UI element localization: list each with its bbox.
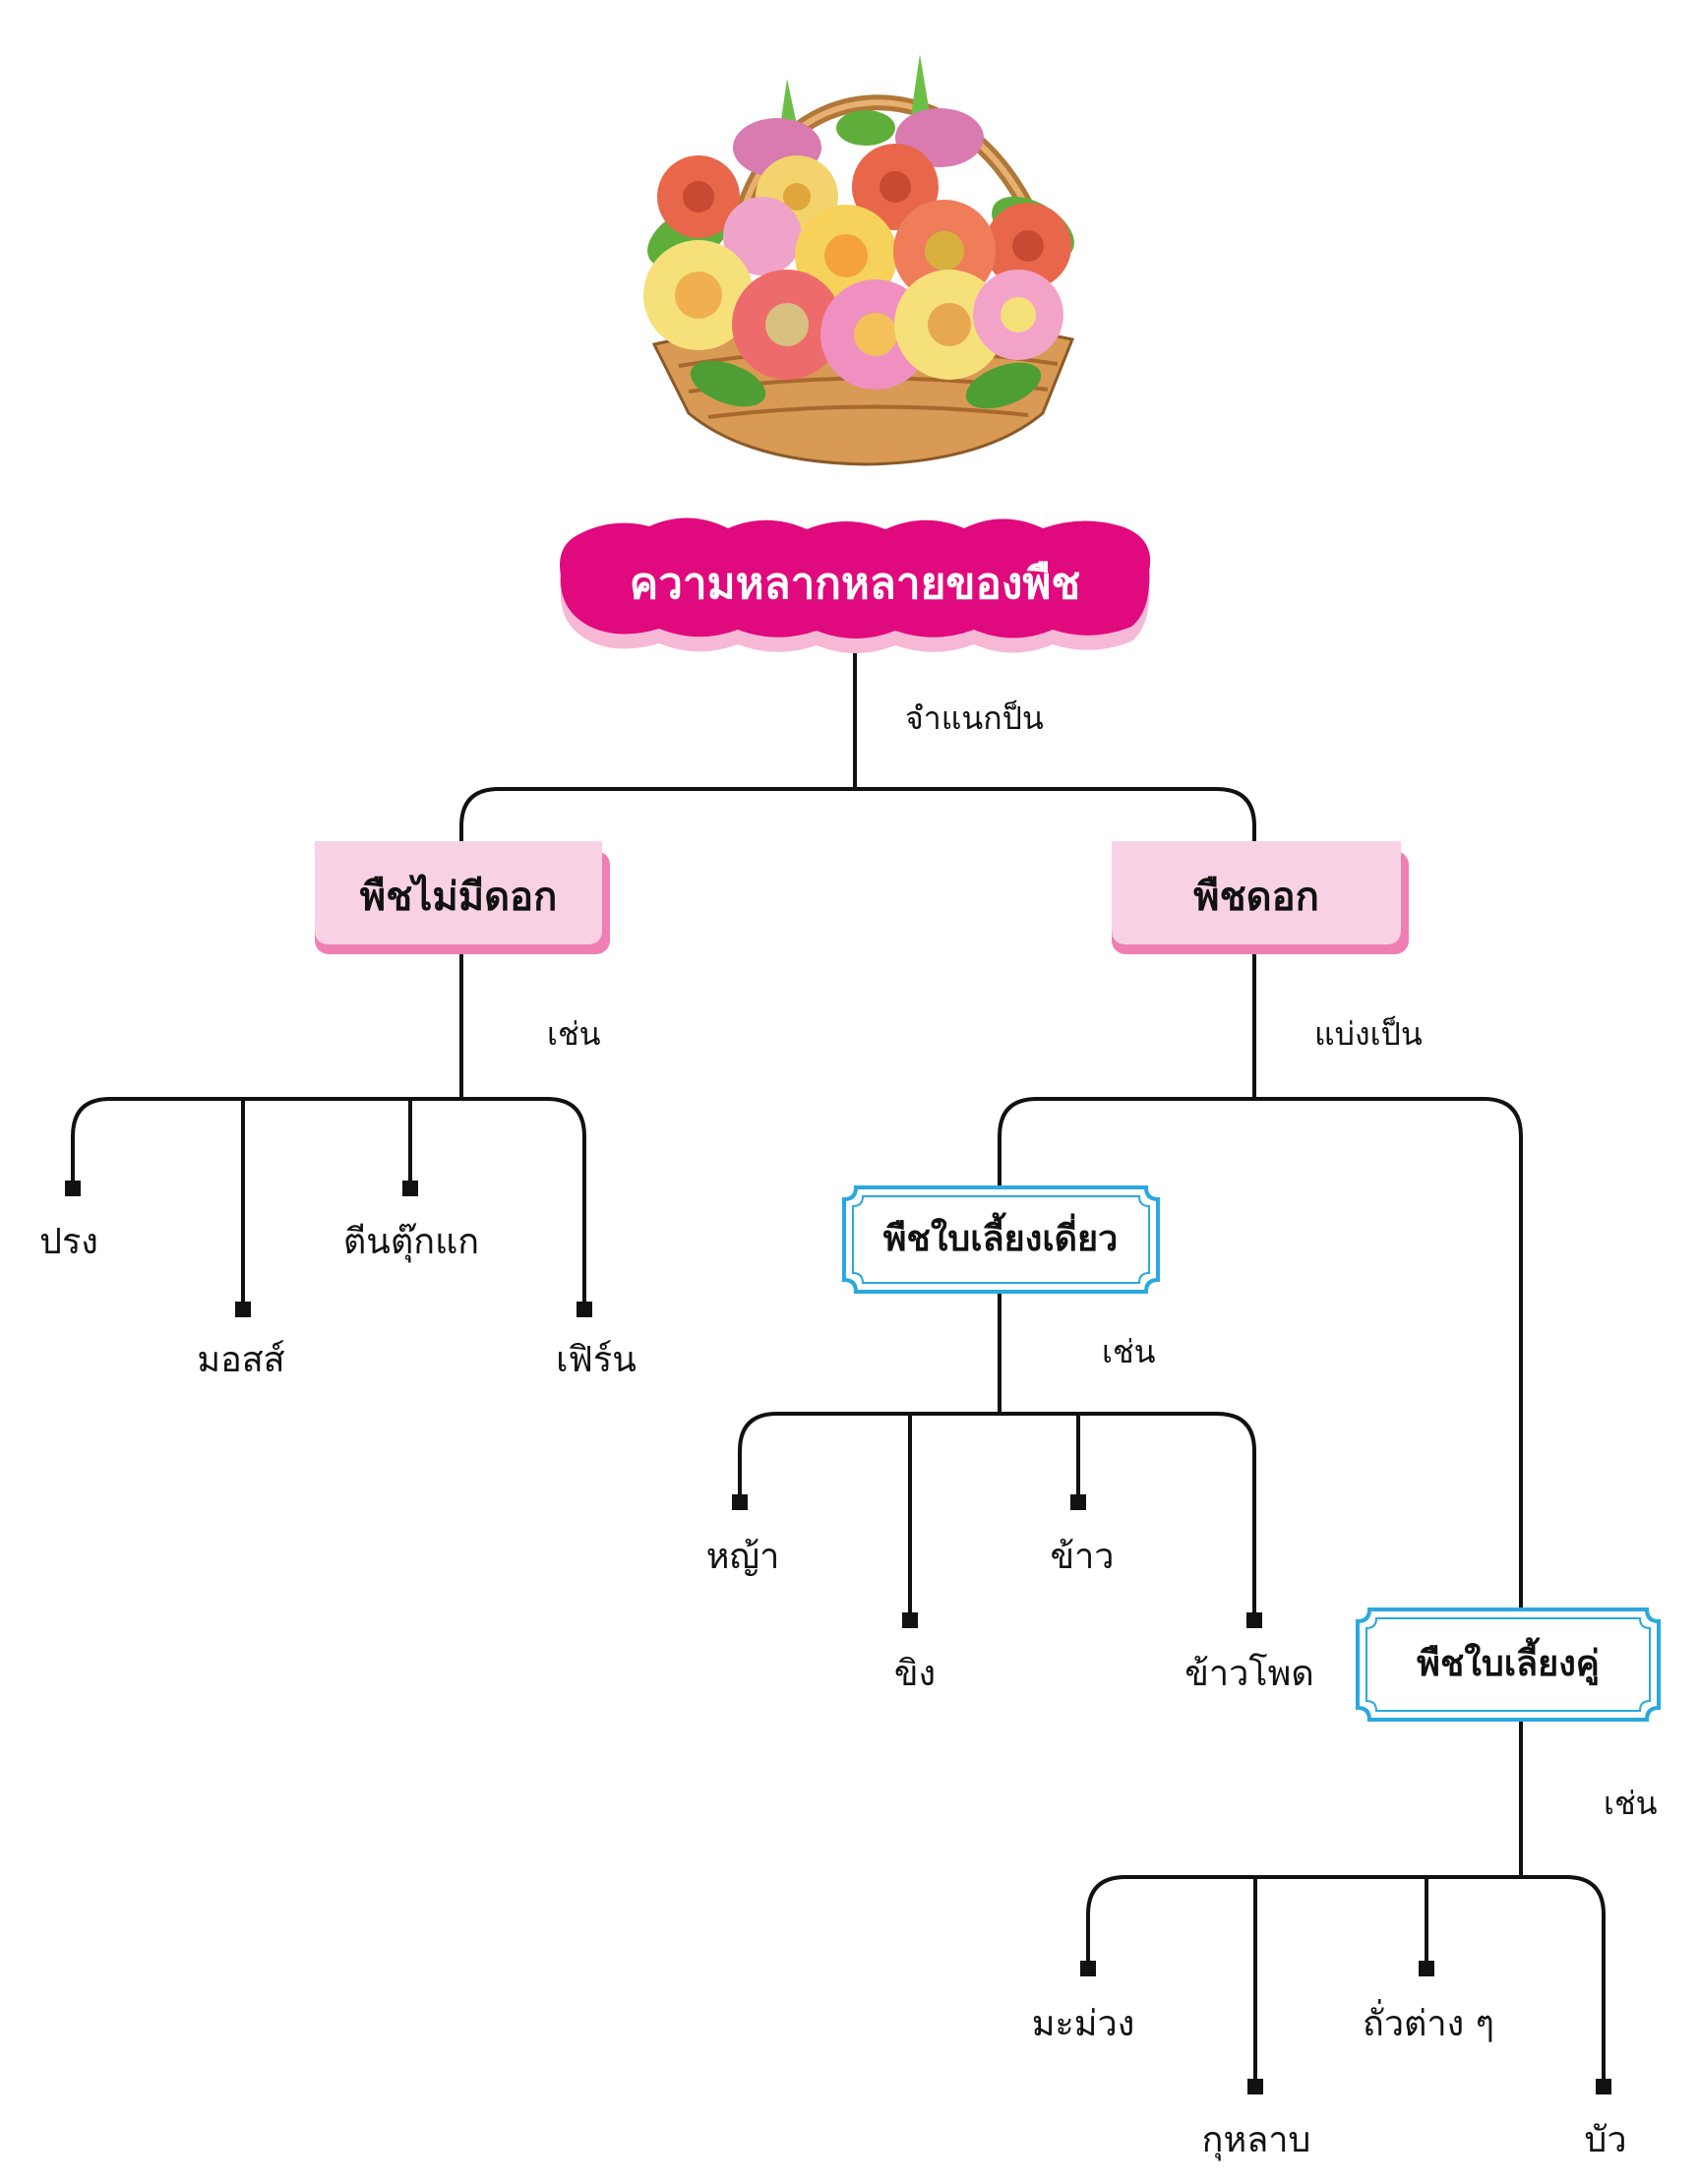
example-beans: ถั่วต่าง ๆ: [1363, 2004, 1494, 2044]
connector-such-as-monocot: เช่น: [1102, 1333, 1156, 1370]
connector-such-as-nonflowering: เช่น: [547, 1015, 601, 1053]
example-moss: มอสส์: [197, 1340, 285, 1380]
terminal-marker: [902, 1612, 918, 1628]
terminal-markers: [65, 1181, 1611, 2094]
example-rose: กุหลาบ: [1201, 2120, 1311, 2160]
flowering-box: [1112, 841, 1409, 954]
terminal-marker: [1070, 1494, 1086, 1510]
example-creeping-fig: ตีนตุ๊กแก: [342, 1222, 480, 1262]
diagram-title: ความหลากหลายของพืช: [629, 559, 1081, 609]
non-flowering-branch-line: [71, 1097, 586, 1308]
connector-classified-as: จำแนกป็น: [905, 699, 1044, 737]
title-banner: [560, 517, 1151, 653]
connector-lines: [71, 652, 1606, 2086]
terminal-marker: [1419, 1961, 1434, 1976]
connector-divided-into: แบ่งเป็น: [1314, 1015, 1423, 1053]
example-cycad: ปรง: [39, 1222, 98, 1262]
dicot-branch-line: [1086, 1875, 1606, 2086]
example-ginger: ขิง: [893, 1654, 937, 1694]
monocot-label: พืชใบเลี้ยงเดี่ยว: [882, 1219, 1119, 1259]
monocot-branch-line: [738, 1412, 1256, 1619]
terminal-marker: [576, 1302, 592, 1317]
terminal-marker: [65, 1181, 81, 1196]
example-mango: มะม่วง: [1031, 2004, 1135, 2044]
flowering-label: พืชดอก: [1193, 875, 1319, 920]
non-flowering-label: พืชไม่มีดอก: [359, 875, 558, 920]
example-lotus: บัว: [1584, 2120, 1627, 2160]
non-flowering-box: [315, 841, 610, 954]
monocot-box: [842, 1185, 1160, 1294]
flowering-branch-line: [998, 1097, 1523, 1609]
example-fern: เฟิร์น: [556, 1340, 637, 1380]
flower-basket-illustration: [643, 54, 1075, 466]
terminal-marker: [1596, 2079, 1611, 2094]
terminal-marker: [1080, 1961, 1096, 1976]
example-grass: หญ้า: [705, 1537, 780, 1577]
title-banner-fill: [560, 517, 1151, 638]
dicot-label: พืชใบเลี้ยงคู่: [1417, 1644, 1600, 1684]
top-branch-line: [459, 787, 1256, 841]
terminal-marker: [1247, 2079, 1263, 2094]
dicot-box: [1356, 1608, 1661, 1722]
example-corn: ข้าวโพด: [1184, 1654, 1314, 1694]
terminal-marker: [1246, 1612, 1262, 1628]
terminal-marker: [402, 1181, 418, 1196]
terminal-marker: [732, 1494, 748, 1510]
example-rice: ข้าว: [1050, 1537, 1115, 1577]
connector-such-as-dicot: เช่น: [1604, 1785, 1658, 1822]
terminal-marker: [235, 1302, 251, 1317]
